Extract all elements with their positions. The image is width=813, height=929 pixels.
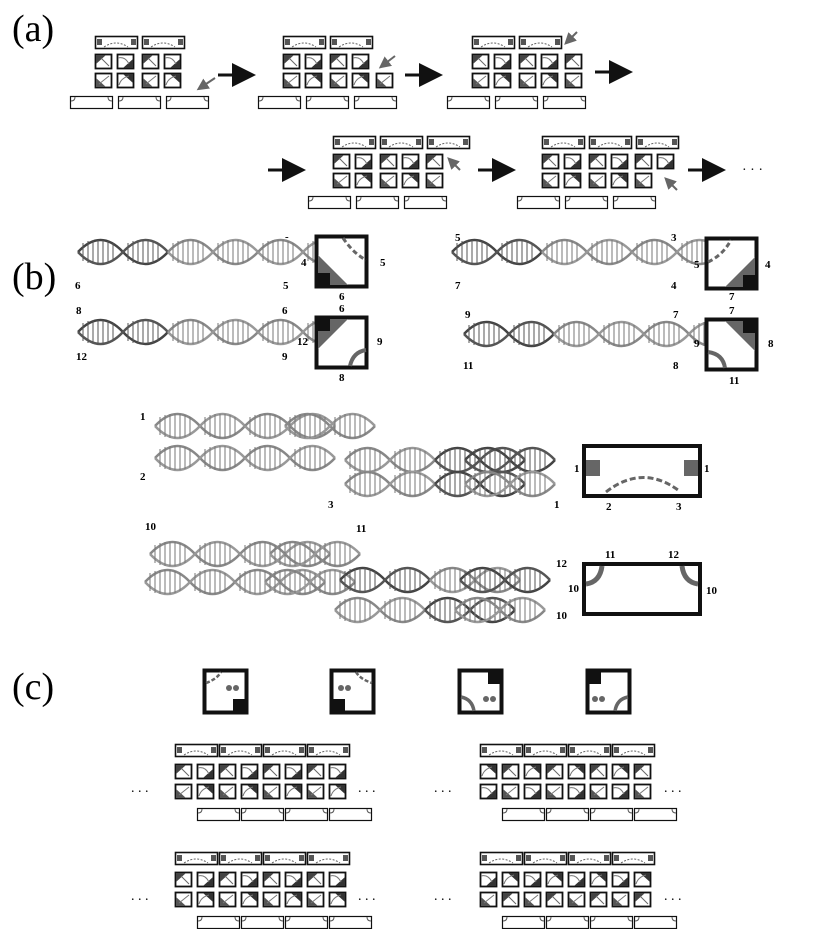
panel-label-b: (b) (12, 258, 56, 296)
ellipsis-c1-right: . . . (358, 781, 376, 796)
helix-3-topleft: 8 (76, 305, 82, 317)
helix-2-topright: 3 (671, 232, 677, 244)
ellipsis-c3-left: . . . (131, 889, 149, 904)
helix-2-left: 7 (455, 280, 461, 292)
ellipsis-c4-right: . . . (664, 889, 682, 904)
tile-4-right: 8 (768, 338, 774, 350)
panel-a-step2 (259, 37, 397, 109)
tile-2-left: 5 (694, 259, 700, 271)
cap-tile-bottom (584, 564, 700, 614)
helix-4-left: 11 (463, 360, 473, 372)
panel-label-c: (c) (12, 668, 54, 706)
ellipsis-c2-right: . . . (664, 781, 682, 796)
helix-1-left: 6 (75, 280, 81, 292)
panel-c-lattice-1 (176, 745, 372, 821)
helix-5-left: 2 (140, 471, 146, 483)
helix-2-right: 4 (671, 280, 677, 292)
tile-2 (707, 239, 757, 289)
tile-3-top: 6 (339, 303, 345, 315)
helix-6-right: 10 (556, 610, 568, 622)
cap-bottom-t1: 11 (605, 549, 615, 561)
helix-5-topleft: 1 (140, 411, 146, 423)
helix-6-mid: 11 (356, 523, 366, 535)
panel-a-step5 (518, 137, 679, 209)
ellipsis-c2-left: . . . (434, 781, 452, 796)
helix-5-mid: 3 (328, 499, 334, 511)
panel-a-step4 (309, 137, 470, 209)
helix-5-right: 1 (554, 499, 560, 511)
tile-4-top: 7 (729, 305, 735, 317)
helix-1-topright: - (285, 231, 289, 243)
helix-2-topleft: 5 (455, 232, 461, 244)
helix-5 (155, 414, 555, 496)
helix-3-left: 12 (76, 351, 88, 363)
helix-3-right: 9 (282, 351, 288, 363)
helix-4-right: 8 (673, 360, 679, 372)
panel-a-step1 (71, 37, 216, 109)
tile-3-right: 9 (377, 336, 383, 348)
tile-4-left: 9 (694, 338, 700, 350)
panel-label-a: (a) (12, 10, 54, 48)
tile-1-right: 5 (380, 257, 386, 269)
tile-1-left: 4 (301, 257, 307, 269)
ellipsis-c3-right: . . . (358, 889, 376, 904)
helix-6-topleft: 10 (145, 521, 157, 533)
ellipsis-c4-left: . . . (434, 889, 452, 904)
helix-3-topright: 6 (282, 305, 288, 317)
ellipsis-a: · · · (742, 163, 763, 178)
helix-6 (145, 542, 550, 622)
panel-c-lattice-4 (481, 853, 677, 929)
tile-2-bottom: 7 (729, 291, 735, 303)
tile-4-bottom: 11 (729, 375, 739, 387)
tile-1-bottom: 6 (339, 291, 345, 303)
cap-bottom-left: 10 (568, 583, 580, 595)
tile-3-left: 12 (297, 336, 309, 348)
cap-tile-top (584, 446, 700, 496)
tile-1 (317, 237, 367, 287)
panel-c-tile-3 (460, 671, 502, 713)
cap-top-right: 1 (704, 463, 710, 475)
helix-6-righttop: 12 (556, 558, 568, 570)
panel-c-tile-4 (588, 671, 630, 713)
helix-4-topright: 7 (673, 309, 679, 321)
cap-top-b1: 2 (606, 501, 612, 513)
panel-a-step3 (448, 32, 586, 109)
cap-bottom-t2: 12 (668, 549, 680, 561)
panel-c-lattice-2 (481, 745, 677, 821)
panel-c-tile-2 (332, 671, 374, 713)
tile-3 (317, 318, 367, 368)
cap-top-left: 1 (574, 463, 580, 475)
helix-2 (452, 240, 722, 264)
panel-c-lattice-3 (176, 853, 372, 929)
cap-bottom-right: 10 (706, 585, 718, 597)
tile-4 (707, 320, 757, 370)
tile-3-bottom: 8 (339, 372, 345, 384)
helix-1 (78, 240, 348, 264)
tile-2-right: 4 (765, 259, 771, 271)
cap-top-b2: 3 (676, 501, 682, 513)
ellipsis-c1-left: . . . (131, 781, 149, 796)
helix-4-topleft: 9 (465, 309, 471, 321)
helix-1-right: 5 (283, 280, 289, 292)
panel-c-tile-1 (205, 671, 247, 713)
